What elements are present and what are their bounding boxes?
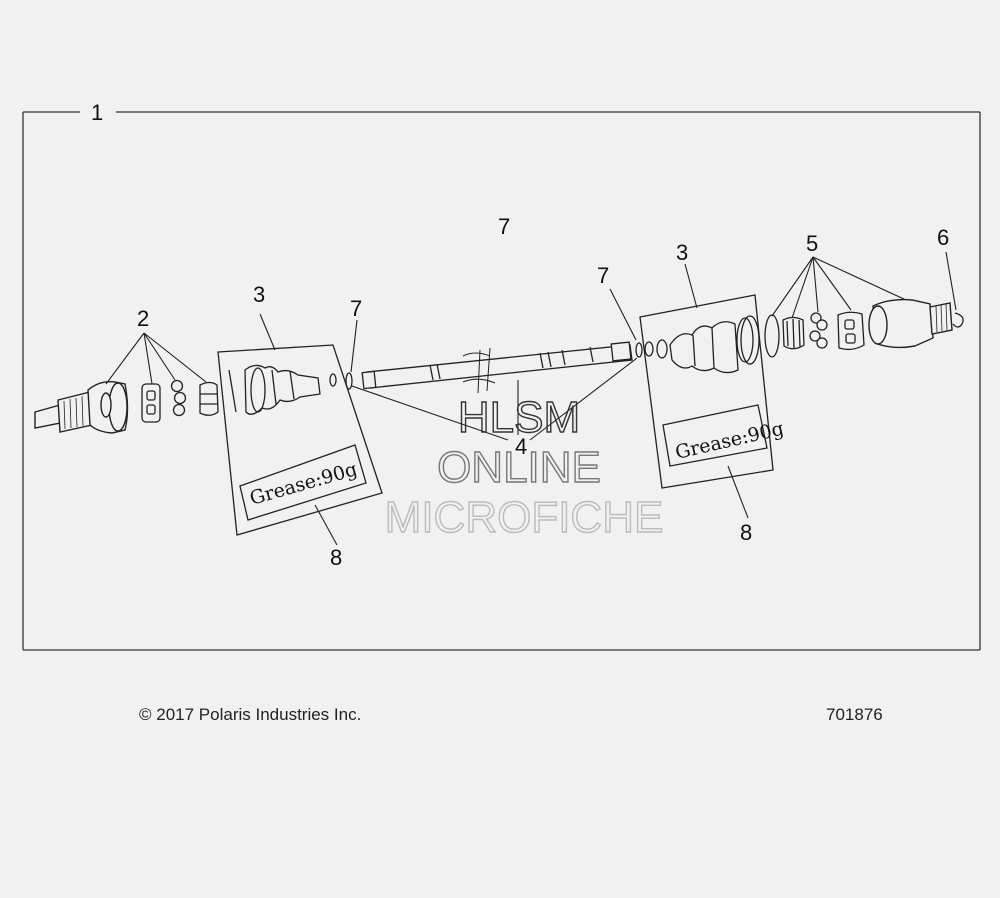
callout-7-top: 7 bbox=[498, 214, 510, 239]
callout-3-right-leader bbox=[684, 263, 698, 309]
callout-6: 6 bbox=[937, 225, 949, 250]
callout-7-left: 7 bbox=[350, 296, 362, 321]
callout-5-leaders bbox=[771, 256, 907, 319]
left-boot-kit bbox=[217, 344, 383, 536]
left-bearing-kit bbox=[141, 379, 219, 423]
callout-4: 4 bbox=[515, 434, 527, 459]
callout-8-left: 8 bbox=[330, 545, 342, 570]
right-circlip bbox=[635, 342, 643, 358]
callout-2: 2 bbox=[137, 306, 149, 331]
right-cv-housing bbox=[868, 298, 953, 349]
copyright-text: © 2017 Polaris Industries Inc. bbox=[139, 705, 362, 724]
diagram-frame bbox=[22, 111, 981, 651]
left-cv-joint bbox=[34, 380, 129, 434]
part-number: 701876 bbox=[826, 705, 883, 724]
callout-8-right: 8 bbox=[740, 520, 752, 545]
axle-shaft bbox=[361, 341, 633, 394]
callout-6-leader bbox=[945, 251, 957, 311]
callout-1: 1 bbox=[91, 100, 103, 125]
callout-3-right: 3 bbox=[676, 240, 688, 265]
right-boot-kit bbox=[639, 294, 774, 489]
callout-7-right: 7 bbox=[597, 263, 609, 288]
callout-8-right-leader bbox=[727, 465, 749, 519]
callout-3-left-leader bbox=[259, 313, 276, 351]
watermark-line-2: ONLINE bbox=[437, 443, 601, 492]
watermark-line-1: HLSM bbox=[458, 393, 580, 442]
left-circlip bbox=[345, 372, 353, 390]
watermark-line-3: MICROFICHE bbox=[385, 493, 664, 542]
callout-7-left-leader bbox=[350, 319, 358, 373]
watermark: HLSM ONLINE MICROFICHE bbox=[384, 392, 664, 542]
right-bearing-kit bbox=[764, 311, 865, 358]
callout-3-left: 3 bbox=[253, 282, 265, 307]
callout-5: 5 bbox=[806, 231, 818, 256]
callout-7-right-leader bbox=[609, 288, 637, 341]
retaining-ring bbox=[952, 312, 964, 328]
grease-label-right: Grease:90g bbox=[673, 418, 786, 464]
callout-8-left-leader bbox=[314, 504, 338, 546]
callout-2-leaders bbox=[105, 332, 207, 385]
callout-4-leaders bbox=[351, 357, 638, 441]
